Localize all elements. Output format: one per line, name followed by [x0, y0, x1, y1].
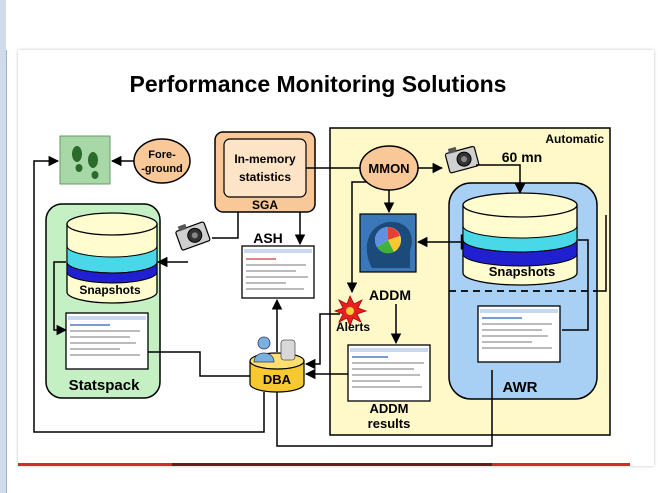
statspack-report-thumbnail — [65, 312, 149, 370]
statspack-label: Statspack — [69, 377, 141, 394]
alert-burst-icon — [333, 295, 368, 328]
dba-to-foreground-loop — [33, 155, 265, 433]
foreground-process: Fore- -ground — [133, 138, 191, 184]
awr-internal-connector — [562, 239, 589, 331]
addm-results-line-1: ADDM — [370, 401, 409, 416]
mmon-to-alerts-arrow — [346, 181, 366, 294]
addm-label: ADDM — [369, 287, 411, 303]
window-top-area — [6, 0, 664, 50]
connectors — [33, 155, 607, 447]
camera-to-awr-arrow — [476, 164, 526, 195]
foreground-line-1: Fore- — [148, 149, 176, 161]
addm-results-line-2: results — [368, 416, 411, 431]
in-memory-line-1: In-memory — [234, 152, 296, 166]
awr-report-thumbnail — [477, 305, 561, 363]
dba-label: DBA — [263, 372, 292, 387]
camera-icon — [175, 221, 211, 251]
snapshots-left-label: Snapshots — [79, 283, 141, 297]
dba-users-icon: DBA — [249, 336, 305, 393]
slide-footer-line-dark — [172, 463, 492, 466]
brain-icon — [359, 213, 417, 273]
window-left-border — [0, 0, 7, 493]
footprints-icon — [59, 135, 111, 185]
in-memory-line-2: statistics — [239, 170, 291, 184]
statspack-database-icon: Snapshots — [66, 212, 158, 304]
dba-to-awr-connector — [276, 370, 493, 447]
addm-report-thumbnail — [347, 344, 431, 402]
interval-label: 60 mn — [502, 149, 542, 165]
mmon-label: MMON — [368, 161, 409, 176]
awr-database-icon: Snapshots — [462, 192, 578, 286]
statspack-internal-arrow — [53, 261, 68, 336]
camera-icon — [444, 145, 480, 174]
automatic-label: Automatic — [545, 132, 604, 146]
sga-to-camera-connector — [212, 212, 239, 239]
awr-label: AWR — [503, 379, 538, 396]
ash-report-thumbnail — [241, 245, 315, 299]
sga-label: SGA — [252, 198, 278, 212]
foreground-line-2: -ground — [141, 163, 183, 175]
alerts-label: Alerts — [336, 320, 370, 334]
ash-label: ASH — [253, 230, 283, 246]
alerts-to-dba-arrow — [304, 313, 340, 370]
sga-block: In-memory statistics SGA — [214, 131, 316, 213]
awr-right-connector — [597, 215, 607, 292]
page-title: Performance Monitoring Solutions — [130, 71, 507, 97]
statspack-to-dba-connector — [148, 351, 250, 377]
mmon-process: MMON — [359, 145, 419, 191]
snapshots-right-label: Snapshots — [489, 264, 555, 279]
